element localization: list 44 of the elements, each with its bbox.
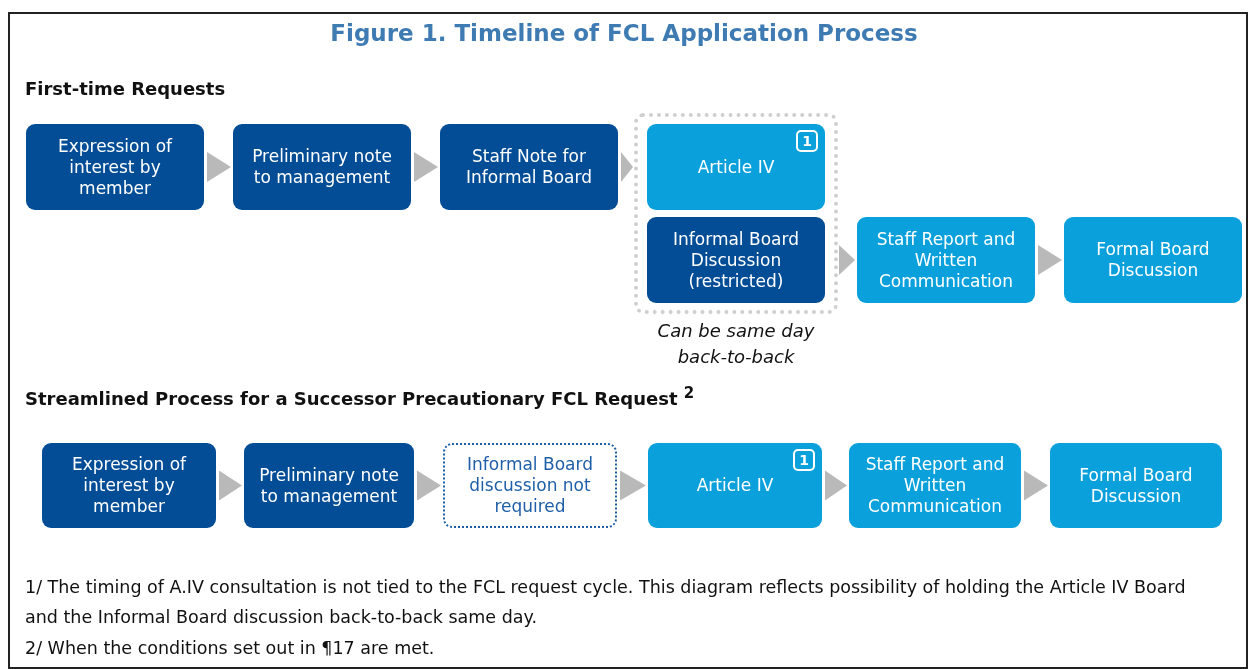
process-box bbox=[857, 217, 1035, 303]
footnote-badge: 1 bbox=[796, 130, 818, 152]
step-label: Staff Report and Written Communication bbox=[864, 454, 1006, 517]
footnote-badge: 1 bbox=[793, 449, 815, 471]
chevron-arrow bbox=[1038, 245, 1062, 275]
chevron-arrow bbox=[620, 470, 646, 501]
step-label: Staff Report and Written Communication bbox=[875, 228, 1017, 292]
step-label: Article IV bbox=[695, 475, 775, 496]
step-label: Preliminary note to management bbox=[251, 146, 393, 188]
process-box bbox=[1050, 443, 1222, 528]
section-heading: Streamlined Process for a Successor Precautionary FCL Request $^{2}$ bbox=[25, 383, 696, 411]
chevron-arrow bbox=[621, 152, 633, 182]
node-note: Can be same day back-to-back bbox=[656, 319, 816, 369]
chevron-arrow bbox=[1024, 470, 1048, 501]
process-box bbox=[42, 443, 216, 528]
process-box bbox=[26, 124, 204, 210]
process-box bbox=[233, 124, 411, 210]
process-box bbox=[647, 124, 825, 210]
step-label: Informal Board discussion not required bbox=[466, 454, 594, 517]
section-heading: First-time Requests bbox=[25, 77, 227, 101]
skipped-step-box bbox=[443, 443, 617, 528]
footnote: 1/ The timing of A.IV consultation is not tied to the FCL request cycle. This diagram reflects possibility of holding the Article IV Board and the Informal Board discussion back-to-back same day. bbox=[25, 576, 1187, 629]
process-box bbox=[440, 124, 618, 210]
step-label: Expression of interest by member bbox=[56, 135, 174, 199]
chevron-arrow bbox=[825, 470, 847, 501]
footnote: 2/ When the conditions set out in ¶17 are met. bbox=[25, 637, 436, 660]
step-label: Article IV bbox=[696, 156, 776, 178]
process-box bbox=[244, 443, 414, 528]
step-label: Expression of interest by member bbox=[70, 454, 188, 517]
step-label: Informal Board Discussion (restricted) bbox=[672, 228, 800, 292]
process-box bbox=[1064, 217, 1242, 303]
process-box bbox=[647, 217, 825, 303]
process-box bbox=[849, 443, 1021, 528]
step-label: Formal Board Discussion bbox=[1078, 464, 1194, 507]
chevron-arrow bbox=[219, 470, 242, 501]
step-label: Preliminary note to management bbox=[258, 464, 400, 507]
figure-title: Figure 1. Timeline of FCL Application Process bbox=[329, 20, 919, 46]
chevron-arrow bbox=[414, 152, 438, 182]
step-label: Formal Board Discussion bbox=[1095, 239, 1211, 281]
chevron-arrow bbox=[417, 470, 441, 501]
chevron-arrow bbox=[207, 152, 231, 182]
process-box bbox=[648, 443, 822, 528]
step-label: Staff Note for Informal Board bbox=[465, 146, 593, 188]
chevron-arrow bbox=[839, 245, 855, 275]
